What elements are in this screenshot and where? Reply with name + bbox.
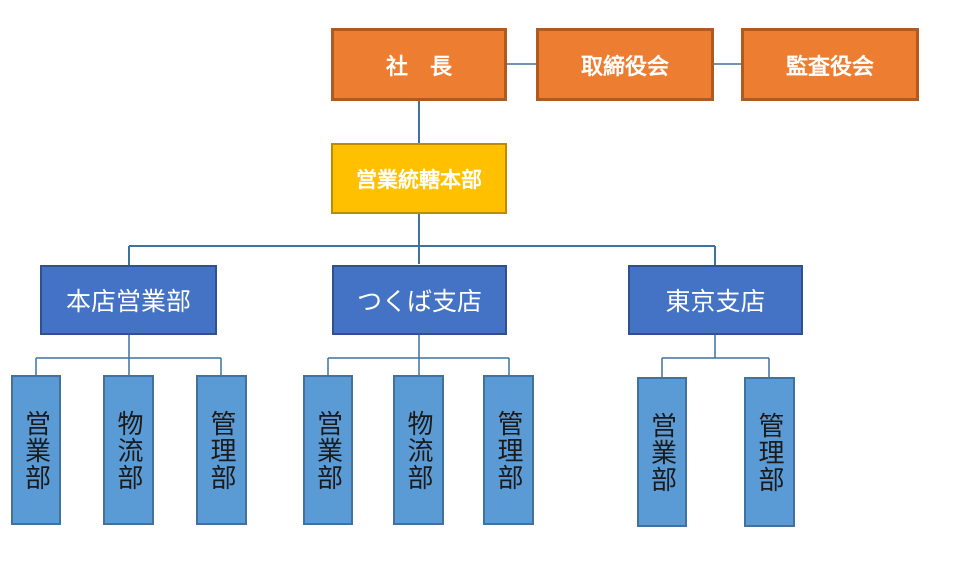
dept-box: 管理部 [744,377,795,527]
branch-box-1: 本店営業部 [40,265,217,335]
dept-box: 営業部 [11,375,61,525]
dept-box: 営業部 [637,377,687,527]
president-box: 社 長 [331,28,507,101]
dept-box: 営業部 [303,375,353,525]
board-box: 取締役会 [536,28,714,101]
dept-box: 管理部 [483,375,534,525]
branch-box-3: 東京支店 [628,265,803,335]
dept-box: 物流部 [393,375,444,525]
hq-box: 営業統轄本部 [331,143,507,214]
dept-box: 管理部 [196,375,247,525]
auditors-box: 監査役会 [741,28,919,101]
branch-box-2: つくば支店 [332,265,507,335]
dept-box: 物流部 [103,375,154,525]
